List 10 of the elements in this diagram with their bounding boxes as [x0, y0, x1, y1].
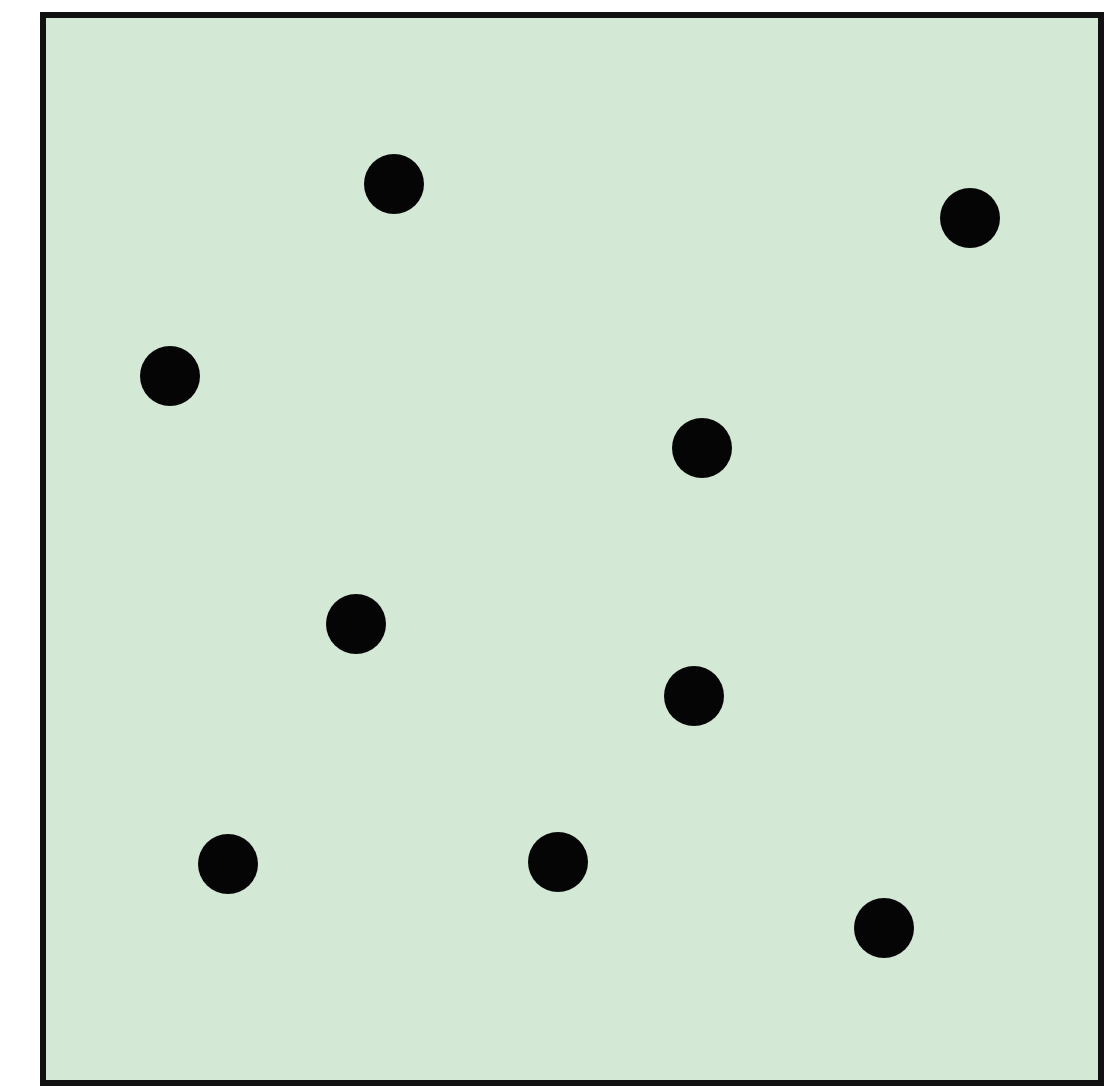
- dot: [672, 418, 732, 478]
- dot: [664, 666, 724, 726]
- dot: [528, 832, 588, 892]
- dot: [140, 346, 200, 406]
- dot: [198, 834, 258, 894]
- dot: [326, 594, 386, 654]
- dot: [854, 898, 914, 958]
- dot: [364, 154, 424, 214]
- dot: [940, 188, 1000, 248]
- square-frame: [40, 12, 1104, 1086]
